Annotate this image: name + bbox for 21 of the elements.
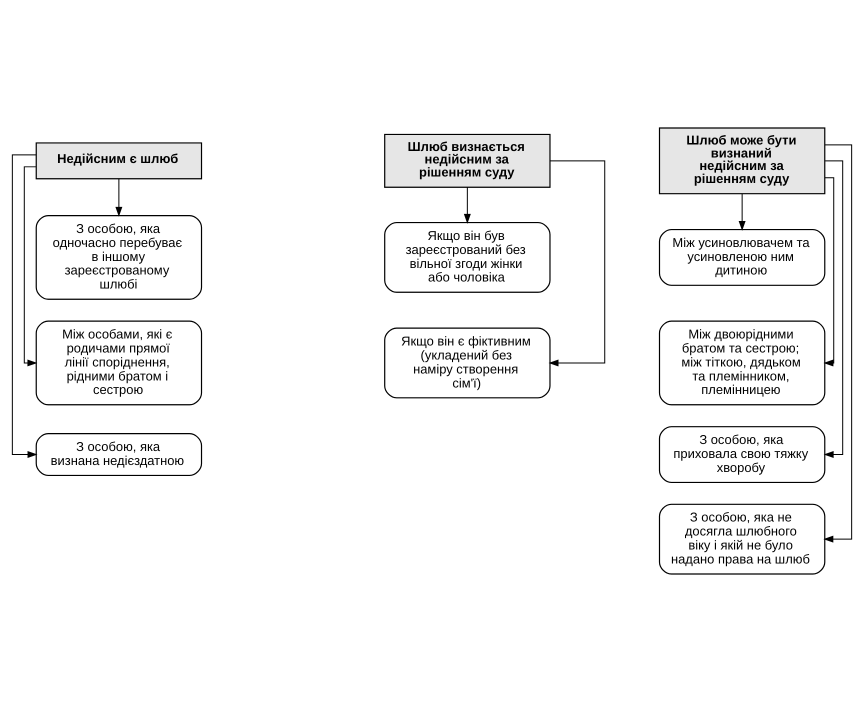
arrow [464,186,471,224]
arrow [738,192,746,230]
arrow [548,160,606,366]
arrow [24,166,38,366]
arrow [115,178,122,216]
arrow [12,154,38,458]
node-box: Між двоюрідними братом та сестрою; між тіткою, дядьком та племінником, племінницею [658,320,826,405]
node-box: Шлюб може бути визнаний недійсним за рішенням суду [658,126,826,194]
node-box: Шлюб визнається недійсним за рішенням суду [384,133,551,188]
node-box: Якщо він є фіктивним (укладений без наміру створення сім'ї) [384,327,551,398]
arrow [823,176,834,366]
node-box: З особою, яка визнана недієздатною [36,432,202,476]
node-box: Недійсним є шлюб [36,142,202,179]
arrow [823,144,852,542]
arrow [824,160,844,458]
node-box: Якщо він був зареєстрований без вільної згоди жінки або чоловіка [384,221,551,292]
node-box: З особою, яка приховала свою тяжку хворобу [658,426,826,483]
node-box: З особою, яка одночасно перебуває в іншому зареєстрованому шлюбі [36,214,202,300]
node-box: З особою, яка не досягла шлюбного віку і якій не було надано права на шлюб [658,503,826,574]
node-box: Між особами, які є родичами прямої лінії споріднення, рідними братом і сестрою [36,320,202,405]
node-box: Між усиновлювачем та усиновленою ним дитиною [658,228,826,286]
